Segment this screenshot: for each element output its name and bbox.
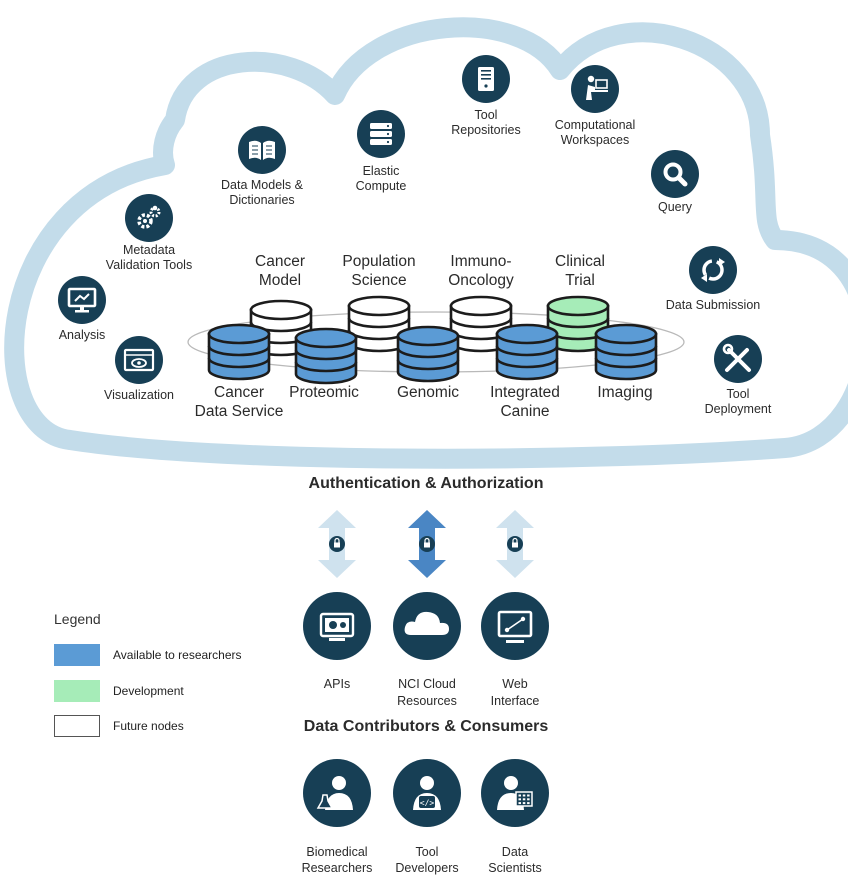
lock-icon xyxy=(329,536,345,552)
gears-icon xyxy=(125,194,173,242)
node-label-bottom-5: Imaging xyxy=(597,384,652,401)
workspace-icon xyxy=(571,65,619,113)
database-bottom-3 xyxy=(396,325,460,383)
node-label-bottom-2: Proteomic xyxy=(289,384,359,401)
web-interface-icon xyxy=(481,592,549,660)
auth-arrow-apis xyxy=(318,510,356,578)
node-label-top-3: Immuno-Oncology xyxy=(448,253,514,289)
analysis-monitor-icon xyxy=(58,276,106,324)
legend-item-development: Development xyxy=(54,679,184,703)
auth-title: Authentication & Authorization xyxy=(309,475,544,492)
elastic-compute-icon xyxy=(357,110,405,158)
auth-arrow-nci-cloud xyxy=(408,510,446,578)
lock-icon xyxy=(419,536,435,552)
book-icon xyxy=(238,126,286,174)
contributors-title: Data Contributors & Consumers xyxy=(304,718,549,735)
legend-swatch-available xyxy=(54,644,100,666)
legend-label-development: Development xyxy=(113,684,184,698)
tool-label-data-models: Data Models &Dictionaries xyxy=(221,178,304,207)
tool-label-data-submission: Data Submission xyxy=(666,298,761,312)
data-scientist-icon xyxy=(481,759,549,827)
tool-label-query: Query xyxy=(658,200,693,214)
auth-arrow-web xyxy=(496,510,534,578)
legend-label-future: Future nodes xyxy=(113,719,184,733)
database-bottom-1 xyxy=(207,323,271,381)
legend-swatch-development xyxy=(54,680,100,702)
legend-item-available: Available to researchers xyxy=(54,643,242,667)
database-top-2 xyxy=(347,295,411,353)
developer-icon: </> xyxy=(393,759,461,827)
tool-deployment-icon xyxy=(714,335,762,383)
cloud-icon xyxy=(393,592,461,660)
legend-label-available: Available to researchers xyxy=(113,648,242,662)
database-bottom-4 xyxy=(495,323,559,381)
tool-label-visualization: Visualization xyxy=(104,388,174,402)
tool-label-analysis: Analysis xyxy=(59,328,106,342)
apis-icon xyxy=(303,592,371,660)
legend-title: Legend xyxy=(54,611,101,627)
search-icon xyxy=(651,150,699,198)
legend-item-future: Future nodes xyxy=(54,714,184,738)
database-bottom-5 xyxy=(594,323,658,381)
data-submission-icon xyxy=(689,246,737,294)
svg-text:</>: </> xyxy=(420,799,435,808)
lock-icon xyxy=(507,536,523,552)
access-label-1: APIs xyxy=(324,677,350,691)
researcher-icon xyxy=(303,759,371,827)
node-label-bottom-3: Genomic xyxy=(397,384,459,401)
database-bottom-2 xyxy=(294,327,358,385)
visualization-icon xyxy=(115,336,163,384)
server-icon xyxy=(462,55,510,103)
legend-swatch-future xyxy=(54,715,100,737)
